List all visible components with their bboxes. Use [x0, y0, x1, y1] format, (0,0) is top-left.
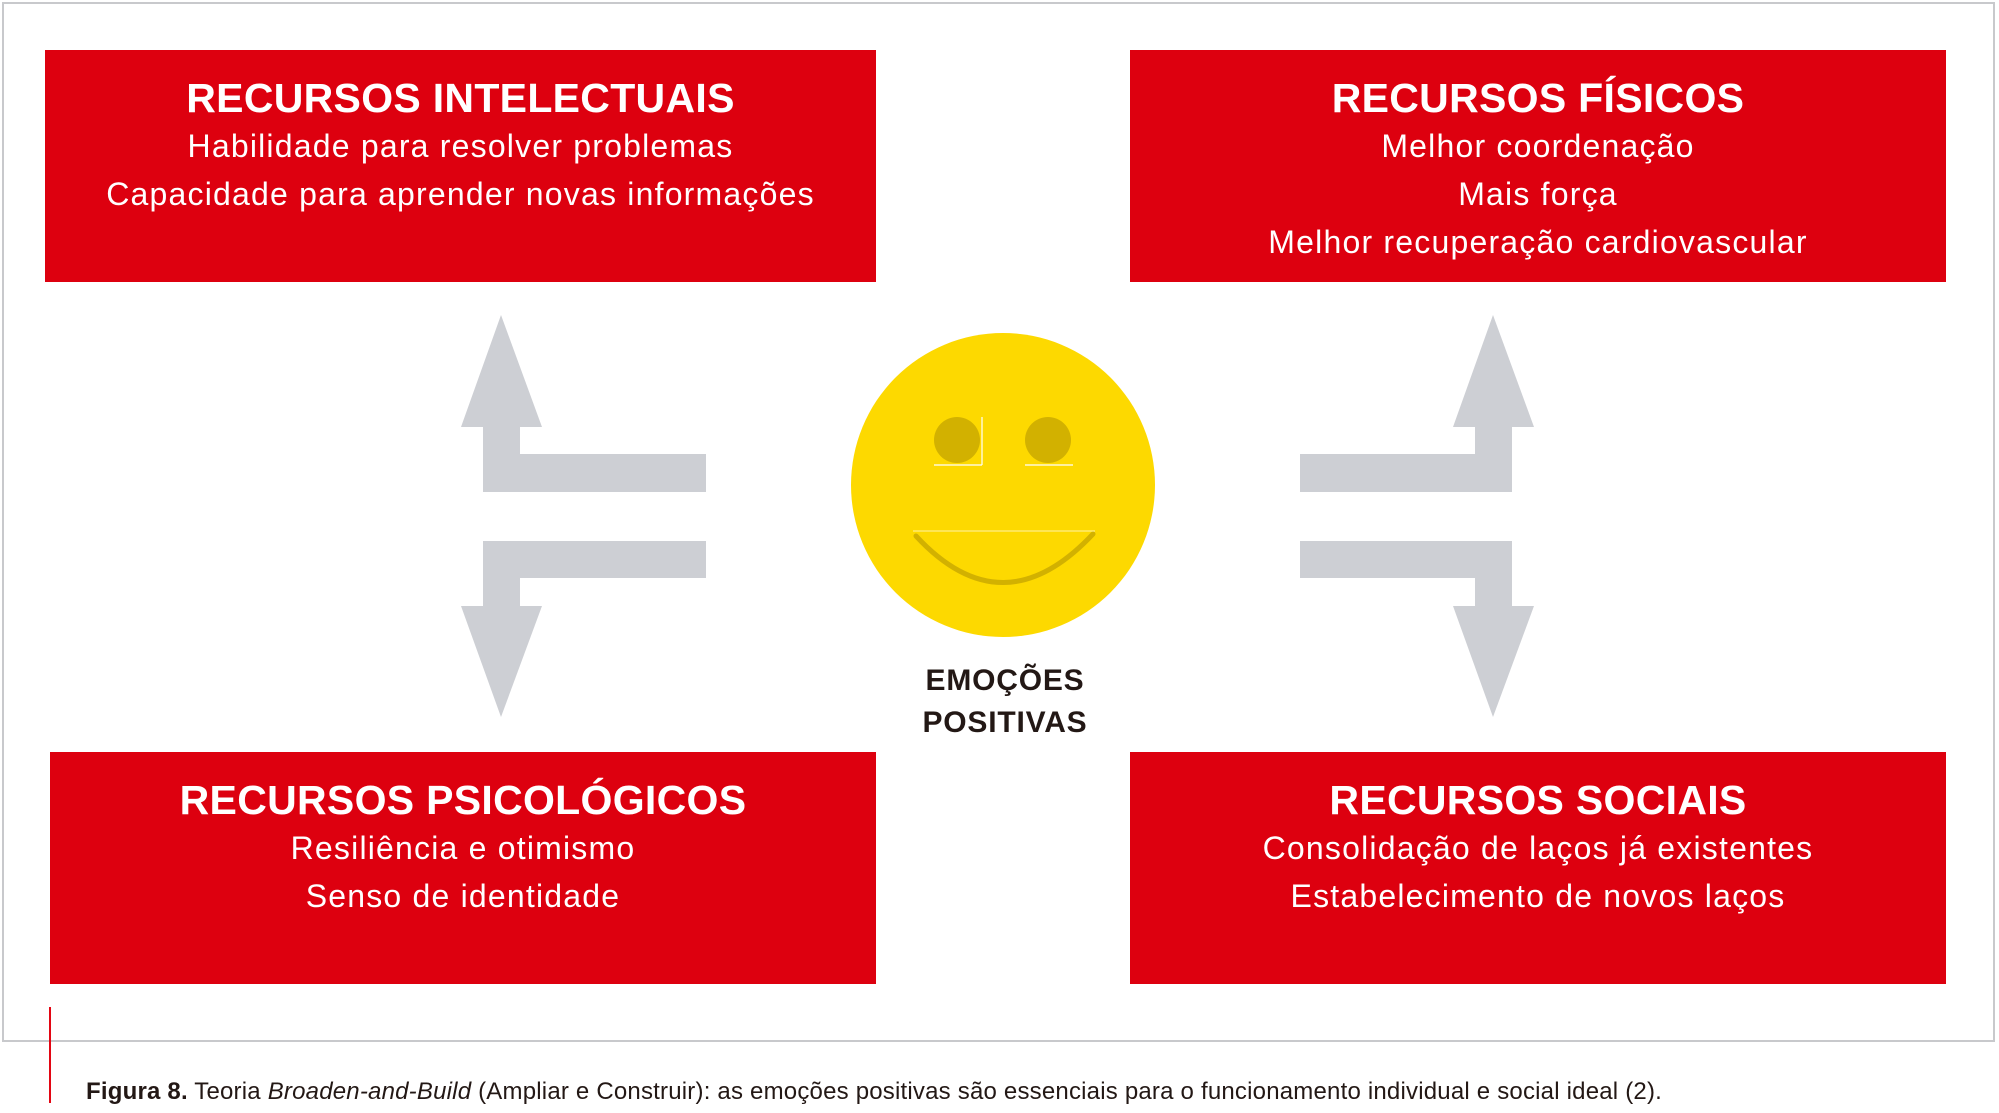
box-line: Consolidação de laços já existentes — [1262, 830, 1814, 866]
caption-italic-term: Broaden-and-Build — [267, 1078, 472, 1105]
caption-accent-rule — [49, 1007, 51, 1103]
caption-text: (Ampliar e Construir): as emoções positi… — [471, 1078, 1663, 1105]
center-label-line2: POSITIVAS — [922, 706, 1088, 739]
center-label-line1: EMOÇÕES — [925, 664, 1085, 697]
box-recursos-sociais: RECURSOS SOCIAIS Consolidação de laços j… — [1130, 752, 1946, 984]
figure-caption: Figura 8. Teoria Broaden-and-Build (Ampl… — [86, 1078, 1662, 1106]
box-line: Senso de identidade — [305, 878, 621, 914]
caption-text: Teoria — [187, 1078, 268, 1105]
box-line: Mais força — [1458, 176, 1618, 212]
figure-frame — [2, 2, 1995, 1042]
caption-label: Figura 8. — [86, 1078, 188, 1105]
box-recursos-intelectuais: RECURSOS INTELECTUAIS Habilidade para re… — [45, 50, 876, 282]
center-label-emocoes-positivas: EMOÇÕES POSITIVAS — [880, 660, 1130, 744]
box-line: Melhor coordenação — [1381, 128, 1695, 164]
box-recursos-psicologicos: RECURSOS PSICOLÓGICOS Resiliência e otim… — [50, 752, 876, 984]
box-title: RECURSOS FÍSICOS — [1331, 75, 1745, 121]
box-line: Estabelecimento de novos laços — [1290, 878, 1786, 914]
box-title: RECURSOS SOCIAIS — [1329, 777, 1747, 823]
box-line: Habilidade para resolver problemas — [187, 128, 734, 164]
box-title: RECURSOS PSICOLÓGICOS — [179, 777, 747, 823]
box-recursos-fisicos: RECURSOS FÍSICOS Melhor coordenação Mais… — [1130, 50, 1946, 282]
box-line: Resiliência e otimismo — [290, 830, 636, 866]
smiley-face-icon — [851, 333, 1155, 637]
box-title: RECURSOS INTELECTUAIS — [186, 75, 735, 121]
box-line: Capacidade para aprender novas informaçõ… — [106, 176, 815, 212]
bidirectional-elbow-arrows-right-icon — [1300, 315, 1534, 717]
box-line: Melhor recuperação cardiovascular — [1268, 224, 1808, 260]
